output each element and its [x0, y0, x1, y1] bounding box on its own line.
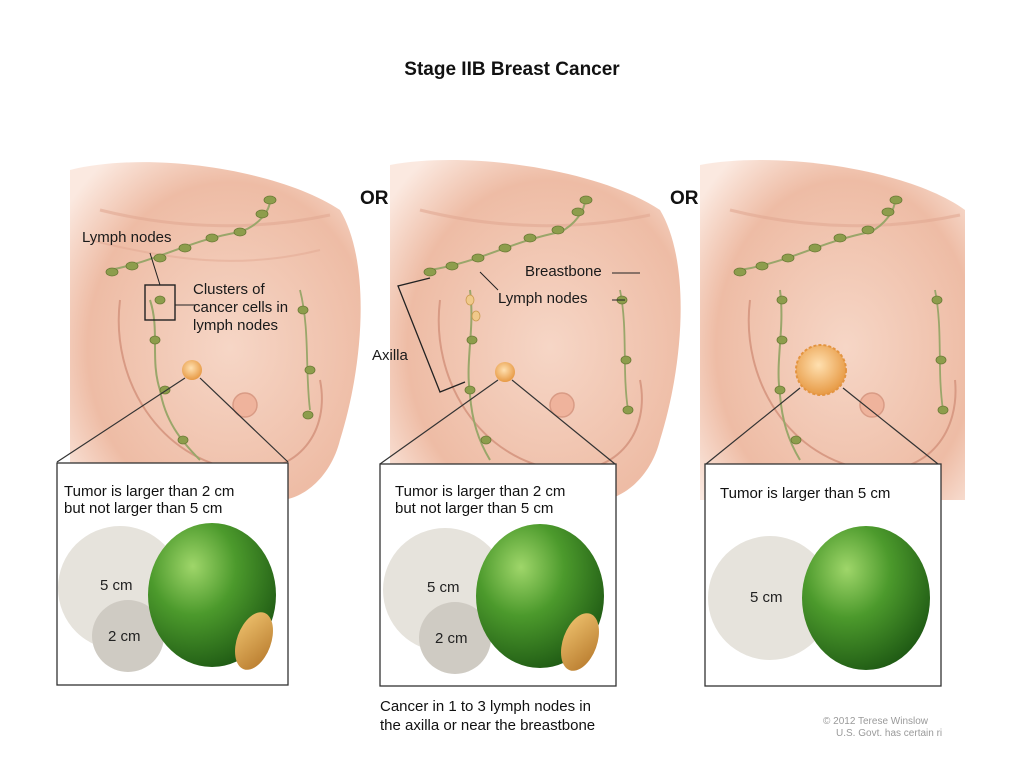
tumor-3 [795, 344, 847, 396]
box-1-label-5cm: 5 cm [100, 577, 133, 594]
label-lymph-nodes-1: Lymph nodes [82, 229, 172, 246]
box-2-label-2cm: 2 cm [435, 630, 468, 647]
circle-5cm-3 [708, 536, 832, 660]
figure-title: Stage IIB Breast Cancer [404, 59, 620, 80]
or-label-1: OR [360, 188, 389, 209]
box-2-text-line-1: Tumor is larger than 2 cm [395, 483, 566, 500]
box-2-text-line-2: but not larger than 5 cm [395, 500, 554, 517]
peanut-1 [235, 612, 273, 670]
anatomy-panel-2 [379, 160, 681, 500]
label-clusters-line-3: lymph nodes [193, 317, 279, 334]
circle-2cm-2 [419, 602, 491, 674]
peanut-2 [561, 613, 599, 671]
callout-box-3 [704, 463, 942, 687]
nipple-2 [549, 392, 575, 418]
torso-1 [70, 162, 361, 500]
nipple-1 [232, 392, 258, 418]
box-1-text-line-1: Tumor is larger than 2 cm [64, 483, 235, 500]
axilla-bracket [397, 277, 466, 393]
label-lymph-nodes-2: Lymph nodes [498, 290, 588, 307]
box-1-text-line-2: but not larger than 5 cm [64, 500, 223, 517]
note-line-2: the axilla or near the breastbone [380, 717, 596, 734]
box-3-label-5cm: 5 cm [750, 589, 783, 606]
credit-line-2: U.S. Govt. has certain ri [836, 728, 943, 739]
circle-2cm-1 [92, 600, 164, 672]
label-breastbone: Breastbone [525, 263, 602, 280]
credit-line-1: © 2012 Terese Winslow [823, 716, 929, 727]
lime-3 [802, 526, 930, 670]
anatomy-panel-1 [56, 162, 361, 500]
box-3-text-line-1: Tumor is larger than 5 cm [720, 485, 891, 502]
tumor-1 [182, 360, 202, 380]
torso-2 [390, 160, 681, 500]
anatomy-panel-3 [700, 160, 965, 500]
label-clusters-line-1: Clusters of [193, 281, 265, 298]
or-label-2: OR [670, 188, 699, 209]
box-2-label-5cm: 5 cm [427, 579, 460, 596]
label-clusters-line-2: cancer cells in [193, 299, 289, 316]
note-line-1: Cancer in 1 to 3 lymph nodes in [380, 698, 591, 715]
label-axilla: Axilla [372, 347, 408, 364]
callout-box-2 [379, 463, 617, 687]
nipple-3 [859, 392, 885, 418]
box-1-label-2cm: 2 cm [108, 628, 141, 645]
callout-box-1 [56, 462, 289, 686]
tumor-2 [495, 362, 515, 382]
